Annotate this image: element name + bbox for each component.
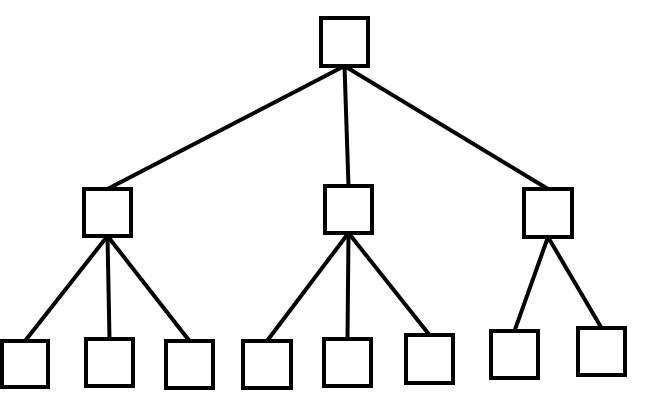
tree-node-a3 [164, 339, 215, 390]
tree-edges [23, 64, 604, 343]
tree-node-b2 [322, 337, 373, 388]
edge-c-c1 [512, 235, 550, 333]
tree-node-c2 [576, 326, 627, 377]
edge-b-b3 [346, 231, 432, 337]
tree-node-b3 [404, 333, 455, 385]
edge-b-b2 [345, 231, 351, 341]
tree-nodes [0, 16, 627, 390]
edge-a-a3 [105, 234, 192, 343]
edge-root-c [342, 64, 550, 191]
tree-node-a1 [0, 339, 50, 389]
edge-b-b1 [265, 231, 351, 343]
tree-node-a [82, 187, 133, 238]
tree-node-root [319, 16, 370, 68]
edge-a-a1 [23, 234, 110, 343]
tree-node-c [522, 187, 574, 239]
edge-c-c2 [546, 235, 604, 330]
tree-node-b [323, 184, 374, 235]
tree-node-b1 [241, 339, 293, 390]
tree-node-a2 [84, 337, 135, 388]
edge-root-a [105, 64, 347, 191]
edge-root-b [342, 64, 351, 188]
tree-node-c1 [489, 329, 540, 380]
edge-a-a2 [105, 234, 112, 341]
